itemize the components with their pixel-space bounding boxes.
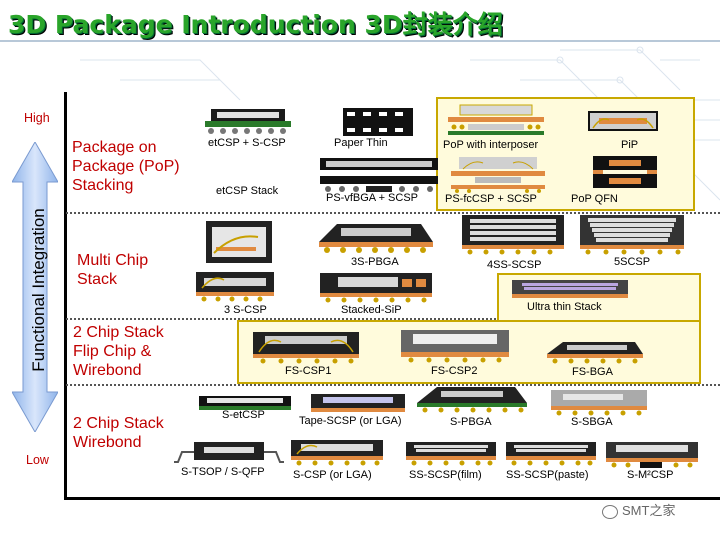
label-fs-bga: FS-BGA bbox=[572, 366, 613, 378]
package-fs-csp1 bbox=[253, 332, 359, 364]
package-fs-csp2 bbox=[401, 330, 509, 363]
package-5scsp bbox=[580, 215, 684, 255]
x-axis-line bbox=[64, 497, 720, 500]
package-3s-pbga bbox=[319, 224, 433, 253]
title-bar: 3D Package Introduction 3D封装介绍 bbox=[0, 0, 720, 42]
package-ps-fccsp-scsp bbox=[451, 157, 545, 193]
label-3-scsp: 3 S-CSP bbox=[224, 304, 267, 316]
label-pop-qfn: PoP QFN bbox=[571, 193, 618, 205]
y-axis-low-label: Low bbox=[26, 453, 49, 467]
label-3s-pbga: 3S-PBGA bbox=[351, 256, 399, 268]
label-fs-csp1: FS-CSP1 bbox=[285, 365, 332, 377]
package-pop-qfn bbox=[593, 156, 657, 188]
label-ss-scsp-film: SS-SCSP(film) bbox=[409, 469, 482, 481]
label-etcsp-scsp: etCSP + S-CSP bbox=[208, 137, 286, 149]
separator-1 bbox=[66, 212, 720, 214]
package-s-pbga bbox=[417, 387, 527, 413]
package-s-sbga bbox=[551, 390, 647, 416]
category-2chip-wirebond: 2 Chip Stack Wirebond bbox=[73, 415, 164, 451]
y-axis-label: Functional Integration bbox=[29, 208, 48, 372]
label-pop-interposer: PoP with interposer bbox=[443, 139, 539, 151]
label-s-etcsp: S-etCSP bbox=[222, 409, 265, 421]
label-fs-csp2: FS-CSP2 bbox=[431, 365, 478, 377]
label-s-tsop-qfp: S-TSOP / S-QFP bbox=[181, 466, 265, 478]
y-axis-high-label: High bbox=[24, 111, 50, 125]
label-s-pbga: S-PBGA bbox=[450, 416, 492, 428]
label-ss-scsp-paste: SS-SCSP(paste) bbox=[506, 469, 589, 481]
category-2chip-flipchip-wirebond: 2 Chip Stack Flip Chip & Wirebond bbox=[73, 324, 164, 379]
label-ps-vfbga-scsp: PS-vfBGA + SCSP bbox=[326, 192, 419, 204]
label-pip: PiP bbox=[621, 139, 639, 151]
category-multi-chip-stack: Multi Chip Stack bbox=[77, 252, 149, 288]
package-s-csp-lga bbox=[291, 440, 383, 466]
label-s-csp-lga: S-CSP (or LGA) bbox=[293, 469, 372, 481]
package-stacked-sip bbox=[320, 273, 432, 303]
label-tape-scsp: Tape-SCSP (or LGA) bbox=[299, 415, 402, 427]
label-stacked-sip: Stacked-SiP bbox=[341, 304, 402, 316]
package-3-scsp-stack-upper bbox=[206, 221, 272, 263]
package-paper-thin bbox=[343, 108, 413, 136]
package-s-etcsp bbox=[199, 396, 291, 410]
package-pip bbox=[588, 111, 658, 131]
package-tape-scsp bbox=[311, 394, 405, 412]
watermark: SMT之家 bbox=[602, 500, 675, 519]
package-etcsp-scsp bbox=[205, 109, 291, 134]
page-title: 3D Package Introduction 3D封装介绍 bbox=[8, 10, 503, 39]
title-underline bbox=[0, 40, 720, 42]
separator-2 bbox=[66, 318, 680, 320]
package-3-scsp bbox=[196, 272, 274, 302]
separator-3 bbox=[66, 384, 720, 386]
integration-arrow bbox=[12, 142, 58, 432]
package-s-tsop-qfp bbox=[174, 442, 284, 463]
watermark-text: SMT之家 bbox=[622, 503, 676, 518]
label-4ss-scsp: 4SS-SCSP bbox=[487, 259, 542, 271]
package-4ss-scsp bbox=[462, 215, 564, 255]
package-fs-bga bbox=[547, 342, 643, 364]
package-ultra-thin-stack bbox=[512, 280, 628, 298]
package-s-m2csp bbox=[606, 442, 698, 468]
category-pop-stacking: Package on Package (PoP) Stacking bbox=[72, 139, 180, 194]
package-ps-vfbga-scsp bbox=[320, 158, 438, 192]
label-ps-fccsp-scsp: PS-fcCSP + SCSP bbox=[445, 193, 537, 205]
package-ss-scsp-paste bbox=[506, 442, 596, 466]
package-ss-scsp-film bbox=[406, 442, 496, 466]
label-s-m2csp: S-M²CSP bbox=[627, 469, 674, 481]
label-ultra-thin-stack: Ultra thin Stack bbox=[527, 301, 602, 313]
highlight-box-pop bbox=[436, 97, 695, 211]
label-paper-thin: Paper Thin bbox=[334, 137, 388, 149]
label-etcsp-stack: etCSP Stack bbox=[216, 185, 279, 197]
y-axis-line bbox=[64, 92, 67, 500]
label-5scsp: 5SCSP bbox=[614, 256, 651, 268]
label-s-sbga: S-SBGA bbox=[571, 416, 613, 428]
wechat-icon bbox=[602, 504, 618, 519]
package-pop-interposer bbox=[448, 104, 544, 135]
